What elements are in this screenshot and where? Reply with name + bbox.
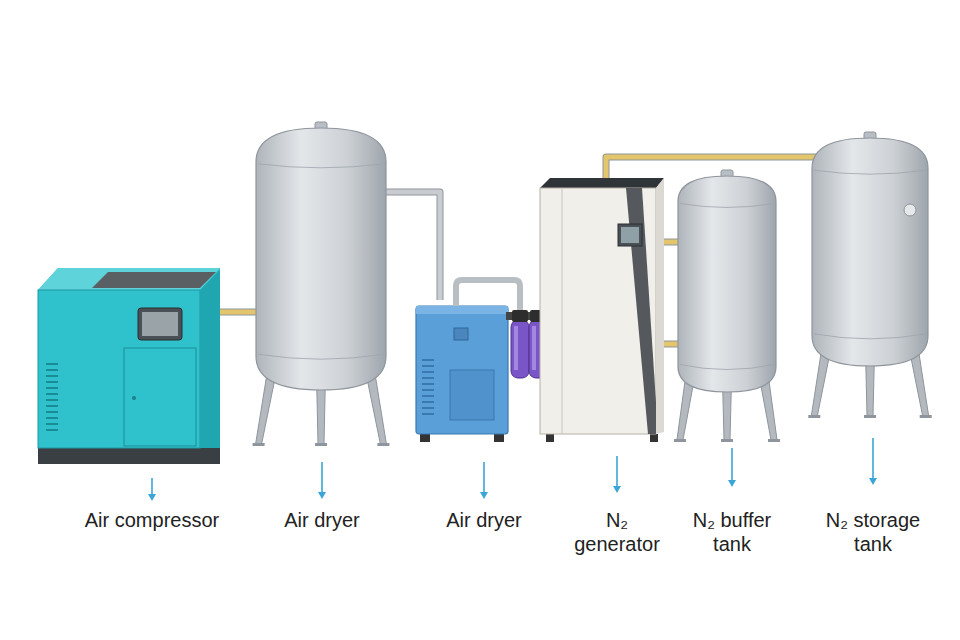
pipe-connector xyxy=(606,157,822,178)
equipment-illustration xyxy=(812,138,928,418)
equipment-illustration xyxy=(416,300,540,442)
pipe-body xyxy=(664,240,678,245)
equipment-unit: Air dryer xyxy=(416,300,540,442)
equipment-label: Air dryer xyxy=(262,508,382,532)
equipment-unit: N₂ buffer tank xyxy=(678,176,776,442)
equipment-label: N₂ storage tank xyxy=(811,508,935,556)
equipment-illustration xyxy=(256,128,386,446)
pipe-body xyxy=(386,192,440,300)
pipe-connector xyxy=(664,242,678,243)
pipe-outline xyxy=(220,309,256,316)
pipe-outline xyxy=(606,157,822,178)
equipment-label: N₂ generator xyxy=(565,508,669,556)
pipe-connector xyxy=(220,312,256,313)
equipment-unit: N₂ storage tank xyxy=(812,138,928,418)
equipment-label: Air dryer xyxy=(429,508,539,532)
equipment-unit: Air dryer xyxy=(256,128,386,446)
pipe-connector xyxy=(664,344,678,345)
equipment-label: Air compressor xyxy=(72,508,232,532)
equipment-illustration xyxy=(678,176,776,442)
pipe-body xyxy=(606,157,822,178)
equipment-illustration xyxy=(38,268,220,466)
equipment-illustration xyxy=(540,178,664,442)
pipe-connector xyxy=(386,192,440,300)
pipe-outline xyxy=(386,192,440,300)
pipe-body xyxy=(220,310,256,315)
pipe-outline xyxy=(664,341,678,348)
equipment-label: N₂ buffer tank xyxy=(682,508,782,556)
equipment-unit: Air compressor xyxy=(38,268,220,466)
pipe-body xyxy=(664,342,678,347)
equipment-unit: N₂ generator xyxy=(540,178,664,442)
pipe-outline xyxy=(664,239,678,246)
